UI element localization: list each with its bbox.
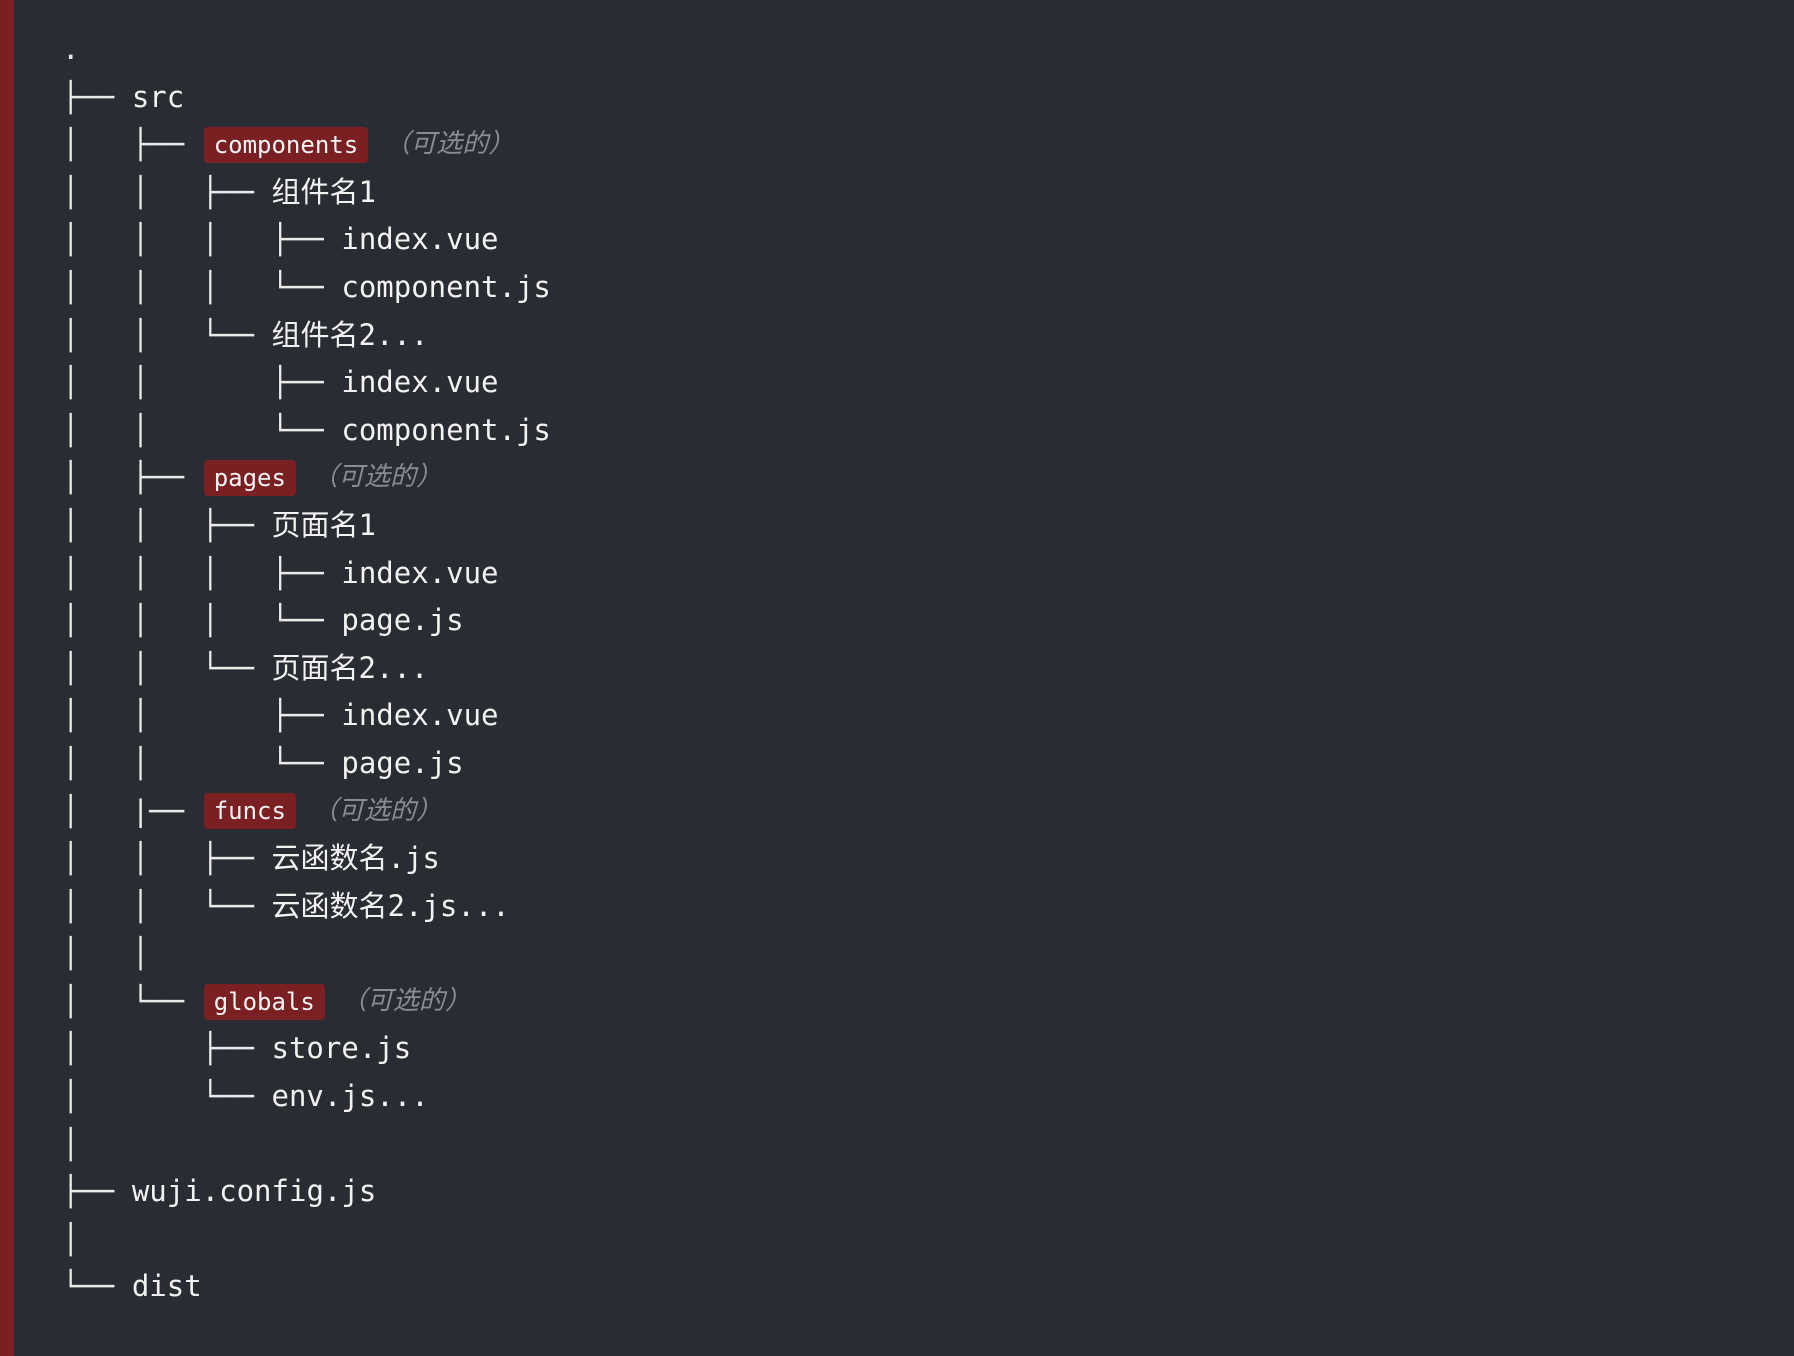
tree-branch-prefix: │ │ └── <box>62 745 342 780</box>
tree-line: │ │ └── component.js <box>62 407 551 455</box>
tree-branch-prefix: │ ├── <box>62 1031 272 1066</box>
tree-branch-prefix: │ │ └── <box>62 888 272 923</box>
tree-entry-name: 组件名2... <box>271 317 429 352</box>
tree-line: │ └── env.js... <box>62 1073 551 1121</box>
tree-entry-name: 组件名1 <box>271 174 376 209</box>
tree-entry-name: src <box>131 79 185 114</box>
tree-line: │ │ └── 云函数名2.js... <box>62 883 551 931</box>
folder-tag-components: components <box>203 126 369 163</box>
tree-line: ├── wuji.config.js <box>62 1168 551 1216</box>
folder-tag-globals: globals <box>203 983 325 1020</box>
tree-branch-prefix: │ |── <box>62 793 202 828</box>
tree-branch-prefix: │ │ ├── <box>62 365 342 400</box>
tree-line: │ └── globals （可选的） <box>62 978 551 1026</box>
tree-branch-prefix: │ └── <box>62 1079 272 1114</box>
tree-entry-name: page.js <box>341 603 464 638</box>
tree-branch-prefix: │ │ │ └── <box>62 269 342 304</box>
tree-entry-name: page.js <box>341 745 464 780</box>
tree-entry-name: 页面名1 <box>271 507 376 542</box>
tree-line: │ │ ├── index.vue <box>62 359 551 407</box>
tree-line: │ ├── pages （可选的） <box>62 454 551 502</box>
tree-branch-prefix: │ <box>62 1221 80 1256</box>
tree-branch-prefix: │ │ ├── <box>62 841 272 876</box>
directory-tree: . ├── src │ ├── components （可选的） │ │ ├── 组件名… <box>62 26 551 1311</box>
blockquote-accent-bar <box>0 0 14 1356</box>
tree-line: │ │ └── page.js <box>62 740 551 788</box>
tree-line: │ │ ├── index.vue <box>62 692 551 740</box>
tree-line: │ │ ├── 组件名1 <box>62 169 551 217</box>
tree-line: │ │ <box>62 930 551 978</box>
tree-entry-name: store.js <box>271 1031 412 1066</box>
tree-branch-prefix: │ │ ├── <box>62 174 272 209</box>
tree-line: │ |── funcs （可选的） <box>62 788 551 836</box>
tree-entry-name: env.js... <box>271 1079 429 1114</box>
tree-branch-prefix: │ │ ├── <box>62 698 342 733</box>
tree-entry-name: component.js <box>341 269 551 304</box>
tree-line: │ ├── store.js <box>62 1025 551 1073</box>
tree-entry-name: index.vue <box>341 698 499 733</box>
tree-branch-prefix: │ <box>62 1126 80 1161</box>
tree-branch-prefix: . <box>62 32 80 66</box>
tree-entry-name: 页面名2... <box>271 650 429 685</box>
tree-branch-prefix: ├── <box>62 1174 132 1209</box>
tree-branch-prefix: ├── <box>62 79 132 114</box>
tree-line: │ <box>62 1216 551 1264</box>
tree-line: ├── src <box>62 74 551 122</box>
tree-branch-prefix: │ ├── <box>62 127 202 162</box>
tree-entry-name: wuji.config.js <box>131 1174 377 1209</box>
optional-note: （可选的） <box>311 795 442 826</box>
tree-entry-name: dist <box>131 1269 202 1304</box>
tree-branch-prefix: │ │ │ └── <box>62 603 342 638</box>
tree-entry-name: index.vue <box>341 365 499 400</box>
tree-entry-name: 云函数名2.js... <box>271 888 510 923</box>
folder-tag-pages: pages <box>203 460 296 497</box>
tree-line: │ ├── components （可选的） <box>62 121 551 169</box>
tree-line: └── dist <box>62 1263 551 1311</box>
tree-branch-prefix: │ ├── <box>62 460 202 495</box>
tree-line: │ │ └── 页面名2... <box>62 645 551 693</box>
tree-branch-prefix: │ │ └── <box>62 650 272 685</box>
folder-tag-funcs: funcs <box>203 793 296 830</box>
tree-line: │ │ └── 组件名2... <box>62 312 551 360</box>
tree-line: │ │ │ └── component.js <box>62 264 551 312</box>
tree-line: │ │ │ ├── index.vue <box>62 216 551 264</box>
tree-entry-name: 云函数名.js <box>271 841 440 876</box>
tree-branch-prefix: └── <box>62 1269 132 1304</box>
tree-entry-name: component.js <box>341 412 551 447</box>
tree-branch-prefix: │ └── <box>62 983 202 1018</box>
optional-note: （可选的） <box>311 462 442 493</box>
tree-branch-prefix: │ │ │ ├── <box>62 222 342 257</box>
tree-line: . <box>62 26 551 74</box>
optional-note: （可选的） <box>340 985 471 1016</box>
tree-entry-name: index.vue <box>341 222 499 257</box>
tree-line: │ │ │ └── page.js <box>62 597 551 645</box>
tree-entry-name: index.vue <box>341 555 499 590</box>
tree-branch-prefix: │ │ │ ├── <box>62 555 342 590</box>
tree-branch-prefix: │ │ └── <box>62 317 272 352</box>
tree-branch-prefix: │ │ └── <box>62 412 342 447</box>
tree-line: │ │ │ ├── index.vue <box>62 550 551 598</box>
optional-note: （可选的） <box>384 129 515 160</box>
tree-line: │ │ ├── 页面名1 <box>62 502 551 550</box>
tree-branch-prefix: │ │ ├── <box>62 507 272 542</box>
tree-branch-prefix: │ │ <box>62 936 150 971</box>
tree-line: │ <box>62 1121 551 1169</box>
tree-line: │ │ ├── 云函数名.js <box>62 835 551 883</box>
